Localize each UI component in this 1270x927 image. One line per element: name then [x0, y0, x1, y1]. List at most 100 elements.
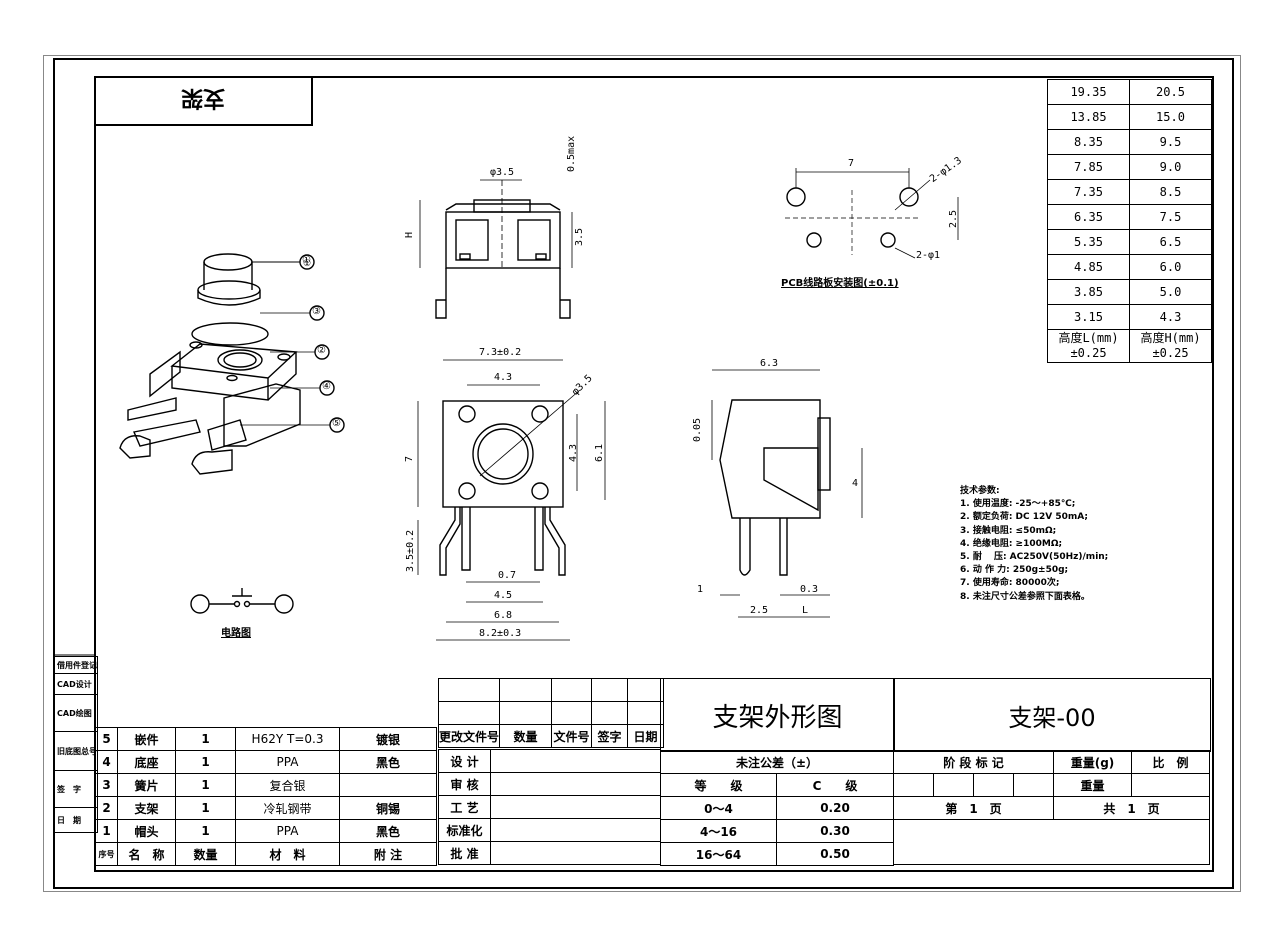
tech-line: 技术参数:	[960, 486, 1000, 496]
dim-side-03: 0.3	[800, 584, 819, 595]
dome-part	[191, 322, 269, 346]
tol-cell: 16～64	[660, 842, 777, 866]
dim-top-H: H	[404, 231, 415, 238]
strip-cell: 日 期	[54, 807, 98, 833]
height-header-line: 高度L(mm)	[1058, 331, 1119, 345]
strip-cell: 签 字	[54, 770, 98, 808]
role-value	[490, 841, 661, 865]
revision-table: 更改文件号数量文件号签字日期	[437, 678, 665, 748]
bom-cell: 1	[175, 727, 236, 751]
strip-cell: 旧底图总号	[54, 731, 98, 771]
dim-front-35: 3.5±0.2	[405, 529, 416, 572]
role-value	[490, 772, 661, 796]
tech-params: 技术参数: 1. 使用温度: -25～+85℃; 2. 额定负荷: DC 12V…	[960, 485, 1108, 604]
bom-cell: 复合银	[235, 773, 340, 797]
drawing-frame	[53, 58, 1234, 889]
height-cell: 15.0	[1129, 104, 1212, 130]
dim-side-1: 1	[697, 584, 704, 595]
dim-front-43b: 4.3	[568, 443, 579, 462]
bom-cell: 1	[175, 796, 236, 820]
total-label: 共 1 页	[1053, 796, 1210, 820]
height-cell: 3.85	[1047, 279, 1130, 305]
bom-cell: 黑色	[339, 750, 437, 774]
sheet-label: 第 1 页	[893, 796, 1054, 820]
bom-cell: 冷轧钢带	[235, 796, 340, 820]
dim-front-07: 0.7	[498, 570, 517, 581]
bom-cell: 3	[95, 773, 118, 797]
bom-cell: 嵌件	[117, 727, 176, 751]
bom-cell: 镀银	[339, 727, 437, 751]
bom-cell: 5	[95, 727, 118, 751]
drawing-name-cell: 支架外形图	[660, 678, 895, 752]
height-cell: 5.0	[1129, 279, 1212, 305]
callout-5: ⑤	[332, 418, 341, 429]
drawing-code-cell: 支架-00	[893, 678, 1211, 752]
dim-side-25: 2.5	[750, 605, 769, 616]
dim-pcb-7: 7	[848, 158, 855, 169]
bom-cell: 底座	[117, 750, 176, 774]
rev-header: 签字	[591, 724, 629, 748]
role-value	[490, 795, 661, 819]
height-cell: 5.35	[1047, 229, 1130, 255]
role-label: 批 准	[438, 841, 491, 865]
height-cell: 20.5	[1129, 79, 1212, 105]
bom-cell: 黑色	[339, 819, 437, 843]
height-header-tol: ±0.25	[1070, 346, 1107, 360]
roles-table: 设 计审 核工 艺标准化批 准	[438, 749, 661, 865]
tech-line: 1. 使用温度: -25～+85℃;	[960, 499, 1076, 510]
drawing-name: 支架外形图	[712, 702, 843, 733]
tech-line: 8. 未注尺寸公差参照下面表格。	[960, 591, 1090, 602]
drawing-inner-border	[94, 76, 1214, 872]
callout-3: ③	[312, 306, 321, 317]
stage-label: 阶 段 标 记	[893, 750, 1054, 774]
dim-front-68: 6.8	[494, 610, 513, 621]
tol-head: C 级	[776, 773, 894, 797]
tech-line: 3. 接触电阻: ≤50mΩ;	[960, 525, 1057, 536]
bom-cell: PPA	[235, 750, 340, 774]
height-header: 高度L(mm)±0.25	[1047, 329, 1130, 363]
weight-label: 重量(g)	[1053, 750, 1132, 774]
rev-header: 文件号	[551, 724, 593, 748]
bom-cell: 簧片	[117, 773, 176, 797]
dim-front-7: 7	[404, 455, 415, 462]
top-view	[419, 179, 573, 319]
height-cell: 4.85	[1047, 254, 1130, 280]
callout-1: ①	[302, 255, 311, 266]
strip-cell: CAD设计	[54, 673, 98, 695]
left-strip: 借用件登记 CAD设计 CAD绘图 旧底图总号 签 字 日 期	[54, 656, 98, 833]
bom-cell: 支架	[117, 796, 176, 820]
role-label: 工 艺	[438, 795, 491, 819]
bom-cell: PPA	[235, 819, 340, 843]
dim-front-45: 4.5	[494, 590, 513, 601]
height-header: 高度H(mm)±0.25	[1129, 329, 1212, 363]
height-cell: 7.5	[1129, 204, 1212, 230]
bom-header: 名 称	[117, 842, 176, 866]
weight2-label: 重量	[1053, 773, 1132, 797]
pcb-caption: PCB线路板安装图(±0.1)	[781, 278, 899, 289]
front-view	[417, 359, 606, 641]
pcb-layout	[785, 168, 959, 259]
rev-header: 更改文件号	[437, 724, 501, 748]
tol-cell: 0～4	[660, 796, 777, 820]
rev-header: 数量	[499, 724, 553, 748]
role-label: 标准化	[438, 818, 491, 842]
bom-cell: 1	[175, 819, 236, 843]
stage-table: 阶 段 标 记重量(g)比 例 重量 第 1 页共 1 页	[893, 750, 1210, 865]
rev-header: 日期	[627, 724, 665, 748]
tol-head: 等 级	[660, 773, 777, 797]
drawing-outer-border	[43, 55, 1241, 892]
circuit-diagram	[190, 588, 294, 614]
circuit-caption: 电路图	[221, 628, 251, 639]
bom-cell: 4	[95, 750, 118, 774]
height-header-tol: ±0.25	[1152, 346, 1189, 360]
dim-side-4: 4	[852, 478, 859, 489]
role-value	[490, 749, 661, 773]
dim-front-82: 8.2±0.3	[479, 628, 522, 639]
bom-cell: 1	[175, 773, 236, 797]
svg-text:①: ①	[303, 259, 311, 269]
dim-front-61: 6.1	[594, 443, 605, 462]
role-label: 审 核	[438, 772, 491, 796]
callout-2: ②	[317, 345, 326, 356]
tech-line: 2. 额定负荷: DC 12V 50mA;	[960, 512, 1089, 523]
bom-cell: H62Y T=0.3	[235, 727, 340, 751]
